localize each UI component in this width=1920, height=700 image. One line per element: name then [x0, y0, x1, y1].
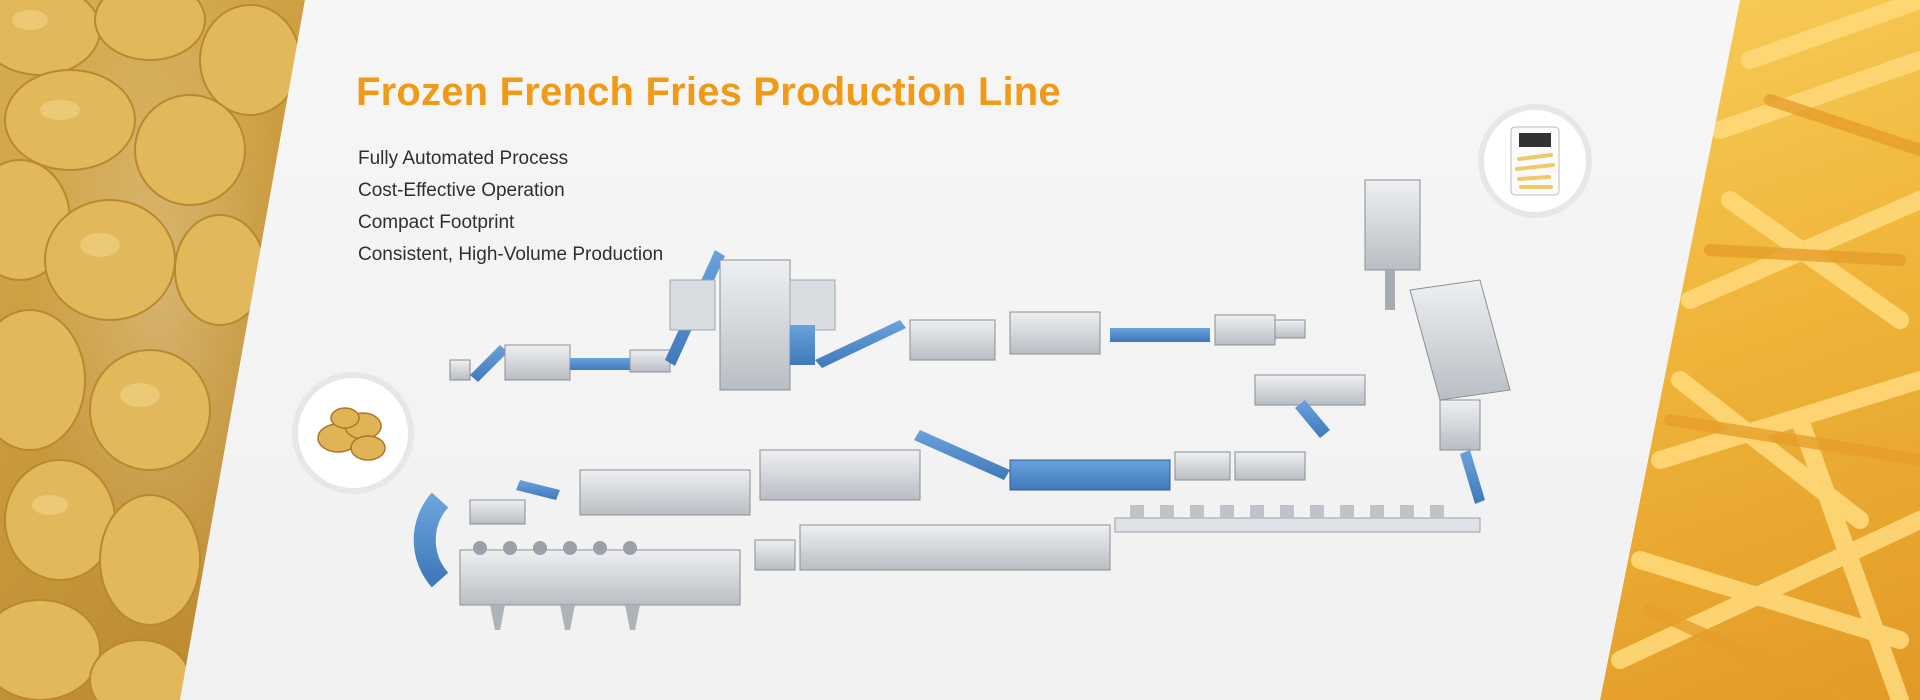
- feature-item: Fully Automated Process: [358, 148, 569, 169]
- curve-conveyor: [413, 492, 449, 588]
- fries-art: [1611, 0, 1920, 700]
- feature-list: Fully Automated Process Cost-Effective O…: [358, 143, 663, 271]
- page-title: Frozen French Fries Production Line: [356, 70, 1061, 114]
- potato-icon: [317, 407, 386, 461]
- feature-item: Compact Footprint: [358, 212, 515, 233]
- packing-section: [1364, 179, 1511, 504]
- feature-item: Consistent, High-Volume Production: [358, 244, 664, 265]
- potato-pile-image: [0, 0, 305, 700]
- fries-package-icon: [1510, 126, 1560, 196]
- production-line-illustration: [413, 179, 1511, 630]
- potato-pile-art: [0, 0, 301, 700]
- lower-line: [459, 505, 1481, 630]
- upper-line: [449, 250, 1366, 438]
- potato-thumbnail: [292, 372, 414, 494]
- middle-line: [469, 430, 1306, 525]
- feature-item: Cost-Effective Operation: [358, 180, 565, 201]
- fries-package-thumbnail: [1478, 104, 1592, 218]
